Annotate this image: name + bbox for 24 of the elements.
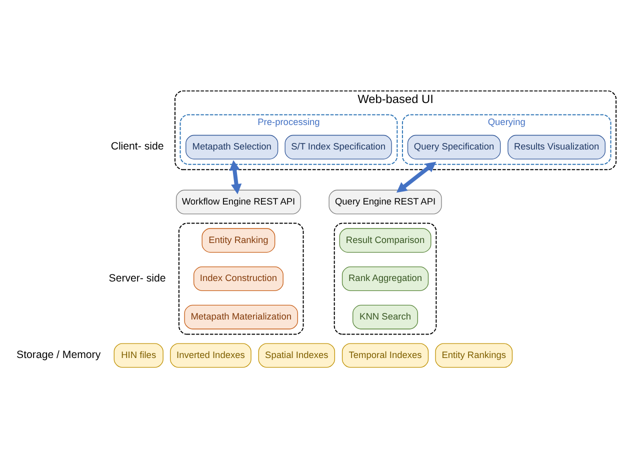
node-box: Rank Aggregation (342, 266, 429, 290)
node-box: Query Engine REST API (328, 189, 442, 214)
node-box: Temporal Indexes (342, 342, 429, 368)
cluster (178, 222, 304, 334)
arrow (396, 161, 436, 192)
node-box: KNN Search (352, 304, 418, 329)
node-box: Workflow Engine REST API (176, 189, 301, 214)
node-box: Result Comparison (339, 228, 432, 252)
node-box: Index Construction (194, 266, 284, 290)
node-box: Results Visualization (508, 134, 606, 159)
node-box: Spatial Indexes (258, 342, 335, 368)
node-box: Query Specification (407, 134, 501, 159)
label: Server- side (108, 272, 166, 284)
node-box: Inverted Indexes (170, 342, 252, 368)
node-box: HIN files (114, 342, 164, 368)
arrow (229, 160, 242, 194)
label: Storage / Memory (16, 348, 101, 360)
label: Client- side (110, 140, 164, 152)
node-box: Entity Rankings (435, 342, 513, 368)
node-box: Metapath Selection (186, 134, 278, 159)
node-box: Metapath Materialization (184, 304, 298, 329)
node-box: Entity Ranking (202, 228, 276, 252)
cluster (334, 222, 437, 334)
node-box: S/T Index Specification (284, 134, 392, 159)
